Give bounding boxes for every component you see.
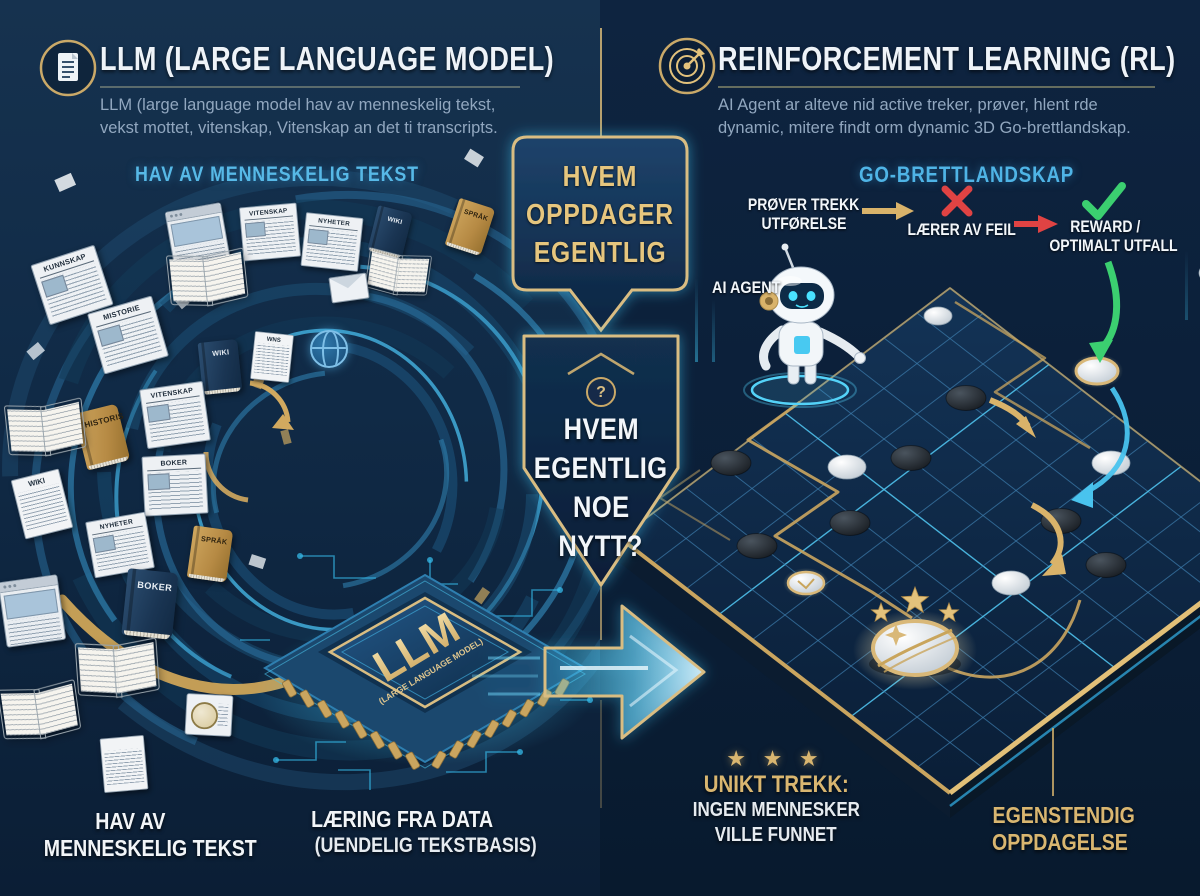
document-icon	[39, 39, 97, 97]
document-item: BOKER	[121, 568, 179, 640]
flow-step-reward: REWARD /OPTIMALT UTFALL	[1049, 218, 1178, 255]
document-item: NYHETER	[85, 511, 155, 579]
rl-section-icon	[655, 34, 719, 103]
caption-sea-of-text: HAV AV MENNESKELIG TEKST	[43, 808, 257, 861]
document-item: WIKI	[197, 338, 243, 396]
highlighted-stones	[783, 354, 1123, 598]
document-item	[3, 397, 87, 457]
document-item: SPRÅK	[186, 525, 234, 583]
caption-unique-move: ★ ★ ★ UNIKT TREKK: INGEN MENNESKER VILLE…	[678, 748, 874, 848]
document-item	[184, 693, 234, 737]
caption-independent-discovery: EGENSTENDIG OPPDAGELSE	[991, 802, 1135, 855]
document-item	[328, 272, 370, 304]
document-item	[310, 330, 348, 368]
error-x-icon	[941, 185, 973, 217]
target-icon	[658, 37, 716, 95]
document-item	[0, 574, 67, 648]
ai-robot	[743, 243, 866, 408]
document-item: NYHETER	[300, 212, 364, 272]
rl-section-title: REINFORCEMENT LEARNING (RL)	[718, 40, 1176, 77]
go-board	[620, 288, 1200, 818]
document-item	[74, 637, 160, 699]
stones-white	[827, 268, 1200, 596]
caption-learning-from-data: LÆRING FRA DATA (UENDELIG TEKSTBASIS)	[311, 806, 537, 857]
document-item: VITENSKAP	[139, 380, 211, 450]
flow-step-learn-from-errors: LÆRER AV FEIL	[907, 221, 1017, 239]
question-mark-text: ?	[596, 384, 606, 401]
board-gold-paths	[659, 300, 1091, 679]
document-item: WNS	[250, 331, 294, 383]
reward-stars	[870, 585, 960, 623]
stones-black	[710, 385, 1127, 578]
llm-title-rule	[100, 86, 520, 88]
stars-row: ★ ★ ★	[727, 749, 825, 770]
llm-section-icon	[36, 36, 100, 105]
document-item	[165, 247, 249, 307]
document-item	[364, 247, 433, 296]
board-grid	[620, 288, 1200, 793]
board-motion-arrows	[988, 260, 1130, 576]
rl-section-subtitle: AI Agent ar alteve nid active treker, pr…	[718, 96, 1131, 137]
document-item: WIKI	[10, 468, 74, 540]
document-item	[0, 678, 82, 740]
document-item: VITENSKAP	[238, 202, 302, 262]
flow-step-try-moves: PRØVER TREKKUTFØRELSE	[748, 196, 860, 233]
llm-section-title: LLM (LARGE LANGUAGE MODEL)	[100, 40, 555, 77]
rl-title-rule	[718, 86, 1155, 88]
vertical-glow-bars	[695, 250, 1188, 362]
document-item: BOKER	[141, 453, 209, 517]
reward-stone	[853, 585, 977, 690]
badge-bottom-text: HVEM EGENTLIG NOE NYTT?	[534, 413, 668, 563]
badge-top-text: HVEM OPPDAGER EGENTLIG	[526, 160, 674, 269]
document-item: SPRÅK	[444, 197, 496, 257]
board-title: GO-BRETTLANDSKAP	[858, 162, 1075, 187]
swirl-title: HAV AV MENNESKELIG TEKST	[135, 163, 419, 186]
document-item	[99, 734, 149, 794]
llm-section-subtitle: LLM (large language model hav av mennesk…	[100, 96, 498, 137]
ai-agent-label: AI AGENT	[712, 278, 781, 297]
caption-connector-line	[1052, 728, 1054, 796]
check-icon	[1082, 182, 1126, 220]
